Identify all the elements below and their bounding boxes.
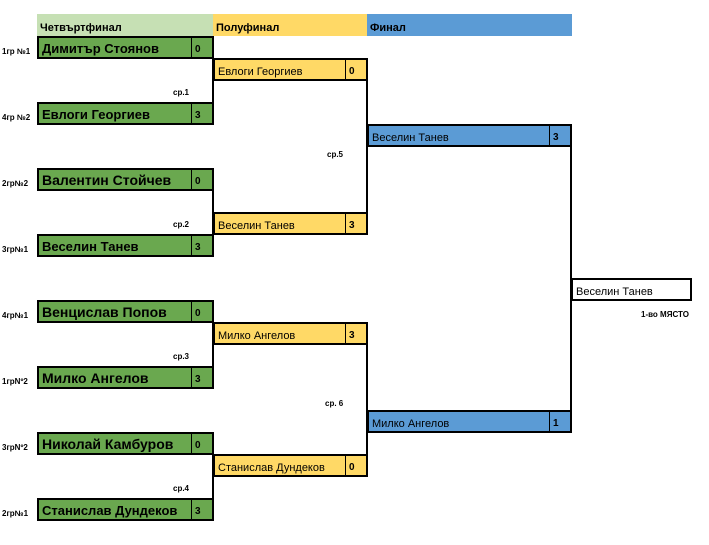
- match-label: ср.1: [173, 88, 190, 97]
- player-name: Милко Ангелов: [218, 330, 296, 342]
- player-name: Димитър Стоянов: [42, 41, 159, 56]
- player-name: Веселин Танев: [372, 132, 449, 144]
- match-label: ср.2: [173, 220, 190, 229]
- quarterfinal-entry: Валентин Стойчев 0: [37, 168, 214, 191]
- seed-label: 4гр №2: [2, 113, 31, 122]
- player-name: Милко Ангелов: [372, 418, 450, 430]
- player-score: 1: [549, 412, 570, 431]
- player-score: 3: [191, 104, 212, 123]
- quarterfinal-entry: Евлоги Георгиев 3: [37, 102, 214, 125]
- match-label: ср.3: [173, 352, 190, 361]
- player-score: 0: [345, 60, 366, 79]
- player-score: 0: [191, 38, 212, 57]
- connector-line: [212, 454, 214, 521]
- player-score: 0: [191, 170, 212, 189]
- match-label: ср. 6: [325, 399, 344, 408]
- quarterfinal-entry: Веселин Танев 3: [37, 234, 214, 257]
- winner-name: Веселин Танев: [576, 286, 653, 298]
- seed-label: 2гр№2: [2, 179, 29, 188]
- quarterfinal-entry: Станислав Дундеков 3: [37, 498, 214, 521]
- header-quarterfinal: Четвъртфинал: [37, 14, 213, 36]
- player-score: 3: [345, 324, 366, 343]
- player-score: 3: [191, 500, 212, 519]
- match-label: ср.4: [173, 484, 190, 493]
- seed-label: 2гр№1: [2, 509, 29, 518]
- seed-label: 3гр№1: [2, 245, 29, 254]
- header-semifinal: Полуфинал: [213, 14, 367, 36]
- winner-entry: Веселин Танев: [571, 278, 692, 301]
- player-score: 3: [549, 126, 570, 145]
- winner-place-label: 1-во МЯСТО: [641, 310, 689, 319]
- player-name: Станислав Дундеков: [218, 462, 325, 474]
- player-name: Венцислав Попов: [42, 304, 167, 320]
- quarterfinal-entry: Милко Ангелов 3: [37, 366, 214, 389]
- connector-line: [212, 58, 214, 125]
- player-score: 3: [191, 368, 212, 387]
- quarterfinal-entry: Николай Камбуров 0: [37, 432, 214, 455]
- player-name: Веселин Танев: [218, 220, 295, 232]
- player-score: 0: [191, 434, 212, 453]
- seed-label: 1гр №1: [2, 47, 31, 56]
- quarterfinal-entry: Венцислав Попов 0: [37, 300, 214, 323]
- final-entry: Веселин Танев 3: [367, 124, 572, 147]
- quarterfinal-entry: Димитър Стоянов 0: [37, 36, 214, 59]
- player-name: Веселин Танев: [42, 239, 139, 254]
- player-score: 0: [191, 302, 212, 321]
- header-final: Финал: [367, 14, 572, 36]
- semifinal-entry: Милко Ангелов 3: [213, 322, 368, 345]
- player-name: Евлоги Георгиев: [218, 66, 303, 78]
- final-entry: Милко Ангелов 1: [367, 410, 572, 433]
- semifinal-entry: Веселин Танев 3: [213, 212, 368, 235]
- player-name: Николай Камбуров: [42, 436, 174, 452]
- player-name: Станислав Дундеков: [42, 503, 178, 518]
- connector-line: [212, 322, 214, 389]
- seed-label: 4гр№1: [2, 311, 29, 320]
- player-score: 3: [345, 214, 366, 233]
- connector-line: [366, 80, 368, 235]
- semifinal-entry: Станислав Дундеков 0: [213, 454, 368, 477]
- player-score: 3: [191, 236, 212, 255]
- semifinal-entry: Евлоги Георгиев 0: [213, 58, 368, 81]
- player-score: 0: [345, 456, 366, 475]
- seed-label: 1грNº2: [2, 377, 28, 386]
- seed-label: 3грNº2: [2, 443, 28, 452]
- player-name: Валентин Стойчев: [42, 172, 172, 188]
- player-name: Евлоги Георгиев: [42, 107, 150, 122]
- match-label: ср.5: [327, 150, 344, 159]
- player-name: Милко Ангелов: [42, 370, 149, 386]
